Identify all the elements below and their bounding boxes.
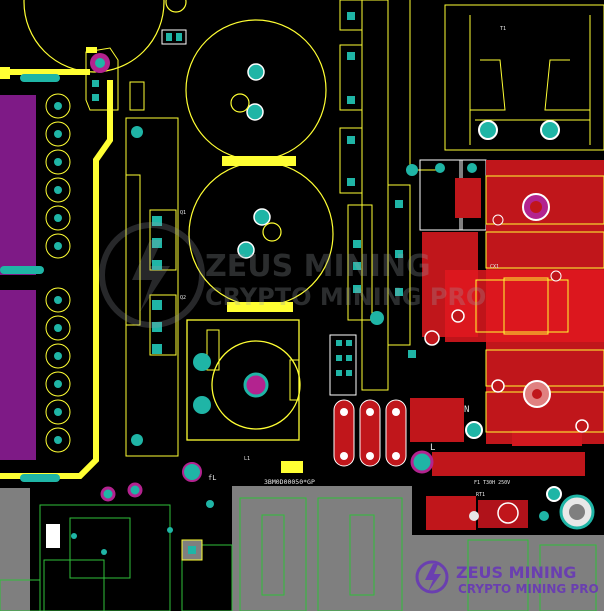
cx-ref-label: CX1 (490, 264, 499, 270)
right-diode-column (329, 0, 416, 396)
watermark-line2: CRYPTO MINING PRO (205, 283, 486, 311)
inductor-ref-label: L1 (244, 456, 250, 462)
left-capacitor-column (0, 74, 71, 482)
t1-pad-b (540, 120, 560, 140)
fuse-and-resistors (333, 399, 519, 524)
rt-ref-label: RT1 (476, 492, 485, 498)
fl-ref-label: fL (208, 474, 216, 482)
part-number-label: 3BM0D00050*GP (264, 478, 315, 486)
bottom-gray-region (0, 486, 604, 611)
ic1-ref-label: Q1 (180, 210, 186, 216)
line-marker-label: L (430, 443, 435, 453)
inductor-l1: L1 (186, 319, 301, 462)
logo-line2: CRYPTO MINING PRO (458, 582, 599, 596)
neutral-marker-label: N (464, 405, 469, 415)
ic2-ref-label: Q2 (180, 295, 186, 301)
transformer-ref-label: T1 (500, 26, 506, 32)
ic-pads (131, 126, 162, 446)
red-copper-region (410, 160, 604, 530)
fuse-ref-label: F1 T30H 250V (474, 480, 510, 486)
red-region-pads (424, 193, 589, 439)
bulk-capacitors (23, 0, 334, 307)
top-left-mosfet (85, 47, 145, 111)
brand-logo: ZEUS MINING CRYPTO MINING PRO (415, 560, 599, 596)
lower-small-pads (0, 462, 214, 611)
logo-line1: ZEUS MINING (456, 563, 576, 582)
t1-pad-a (478, 120, 498, 140)
mid-right-components (406, 159, 487, 231)
heatsink-columns (125, 117, 179, 457)
watermark: ZEUS MINING CRYPTO MINING PRO (99, 222, 486, 328)
small-smd-parts (161, 29, 187, 45)
connector-outlines (39, 504, 233, 611)
ac-input-pads (469, 486, 595, 530)
bulk-capacitor-pads (230, 63, 282, 259)
yellow-fills (0, 67, 303, 473)
watermark-line1: ZEUS MINING (205, 249, 431, 284)
